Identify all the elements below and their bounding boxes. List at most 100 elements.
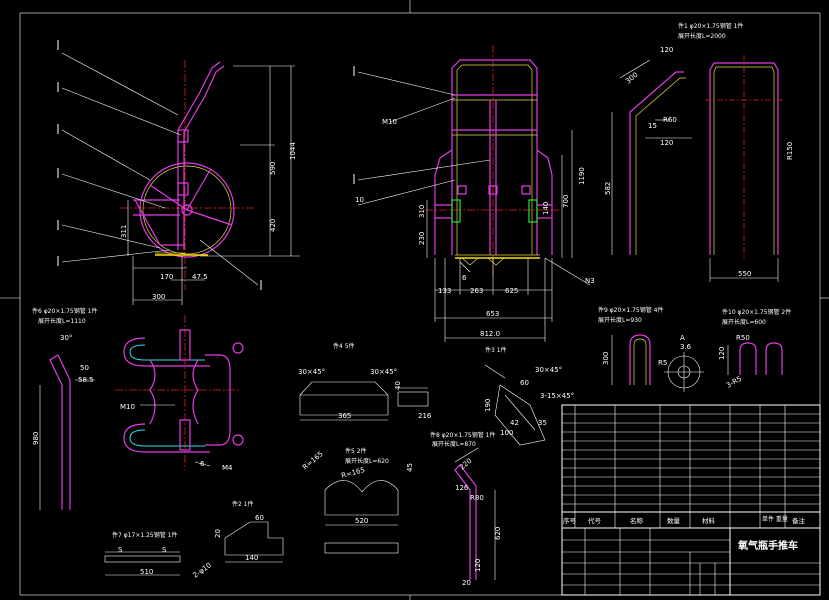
part4-chamfer-right: 30×45° — [370, 368, 397, 376]
dim-311: 311 — [120, 225, 128, 238]
part4-bar: 件4 5件 30×45° 30×45° 365 40 216 — [298, 342, 432, 421]
part8-dim-126: 126 — [455, 484, 469, 492]
part5-note1: 件5 2件 — [345, 447, 367, 455]
part7-s-left: S — [118, 546, 123, 554]
dim-263: 263 — [470, 287, 483, 295]
part3-dim-42: 42 — [510, 419, 519, 427]
dim-47-5: 47.5 — [192, 273, 208, 281]
part6-note2: 展开长度L=1110 — [38, 317, 86, 325]
part3-wedge: 件3 1件 30×45° 60 190 100 42 35 3-15×45° — [484, 346, 574, 446]
col-code: 代号 — [588, 516, 602, 525]
dim-r150: R150 — [786, 142, 794, 160]
mid-label-m4: M4 — [222, 464, 233, 472]
part9-section-a: A — [680, 334, 685, 342]
part9-dim-300: 300 — [602, 352, 610, 365]
part8-note1: 件8 φ20×1.75钢管 1件 — [430, 431, 495, 439]
front-label-m10: M10 — [382, 118, 397, 126]
part8-dim-120: 120 — [474, 559, 482, 572]
dim-58-5: 58.5 — [78, 376, 94, 384]
part10-dim-120: 120 — [718, 347, 726, 360]
part2-dim-20: 20 — [214, 529, 222, 538]
part3-dim-100: 100 — [500, 429, 513, 437]
part2-dim-60: 60 — [255, 514, 264, 522]
col-material: 材料 — [702, 516, 716, 525]
part6-note1: 件6 φ20×1.75钢管 1件 — [32, 307, 97, 315]
part3-dim-60: 60 — [520, 379, 529, 387]
title-block: 序号 代号 名称 数量 材料 单件 重量 备注 氧气瓶手推车 — [561, 404, 821, 596]
part8-note2: 展开长度L=870 — [432, 440, 476, 448]
col-remark: 备注 — [792, 516, 806, 525]
part3-dim-190: 190 — [484, 399, 492, 412]
dim-300: 300 — [152, 293, 165, 301]
part10-dim-r50: R50 — [736, 334, 750, 342]
front-label-n3: N3 — [585, 277, 595, 285]
front-label-6: 6 — [462, 274, 467, 282]
part5-r165-right: R=165 — [340, 466, 365, 480]
part3-chamfer-3: 3-15×45° — [540, 392, 574, 400]
col-name: 名称 — [630, 516, 644, 525]
part5-dim-520: 520 — [355, 517, 368, 525]
part5-r165-left: R=165 — [301, 450, 325, 472]
dim-50: 50 — [80, 364, 89, 372]
part3-note: 件3 1件 — [485, 346, 507, 354]
part1-note1: 件1 φ20×1.75钢管 1件 — [678, 22, 743, 30]
dim-310: 310 — [418, 205, 426, 218]
part1-note2: 展开长度L=2000 — [678, 32, 726, 40]
dim-625: 625 — [505, 287, 518, 295]
part2-plate: 件2 1件 60 20 140 — [214, 500, 284, 563]
part5-arc: 件5 2件 展开长度L=620 R=165 R=165 45 520 — [301, 447, 414, 554]
part5-dim-45: 45 — [406, 463, 414, 472]
dim-120-tr: 120 — [660, 46, 673, 54]
part10-u: 件10 φ20×1.75钢管 2件 展开长度L=600 120 R50 3-R5 — [718, 308, 791, 390]
dim-1190: 1190 — [578, 167, 586, 185]
part10-note1: 件10 φ20×1.75钢管 2件 — [722, 308, 791, 316]
side-view: 1044 590 420 311 170 47.5 300 — [57, 40, 300, 305]
part7-rod: 件7 φ17×1.25钢管 1件 S S 510 2-φ10 — [104, 531, 213, 580]
dim-653: 653 — [486, 310, 499, 318]
dim-812: 812.0 — [480, 330, 500, 338]
dim-980: 980 — [32, 432, 40, 445]
part10-note2: 展开长度L=600 — [722, 318, 766, 326]
dim-170: 170 — [160, 273, 173, 281]
col-seq: 序号 — [563, 516, 577, 525]
dim-700: 700 — [562, 195, 570, 208]
dim-590: 590 — [269, 162, 277, 175]
front-view: M10 10 6 N3 1190 310 230 700 140 133 263… — [353, 45, 595, 342]
dim-120-b: 120 — [660, 139, 673, 147]
part4-dim-365: 365 — [338, 412, 351, 420]
dim-15: 15 — [648, 122, 657, 130]
part5-note2: 展开长度L=620 — [345, 457, 389, 465]
part8-dim-20: 20 — [462, 579, 471, 587]
part9-note1: 件9 φ20×1.75钢管 4件 — [598, 306, 663, 314]
part4-dim-40: 40 — [394, 381, 402, 390]
part9-note2: 展开长度L=930 — [598, 316, 642, 324]
mid-label-6: 6 — [200, 460, 205, 468]
part4-dim-216: 216 — [418, 412, 432, 420]
dim-133: 133 — [438, 287, 451, 295]
left-bent-tube: 件6 φ20×1.75钢管 1件 展开长度L=1110 980 30° 50 5… — [32, 307, 97, 510]
part9-dim-r5: R5 — [658, 359, 667, 367]
part10-dim-r5: 3-R5 — [725, 375, 743, 390]
mid-left-view: M10 6 M4 — [115, 315, 244, 472]
part3-dim-35: 35 — [538, 419, 547, 427]
part7-holes: 2-φ10 — [192, 561, 213, 579]
part4-note: 件4 5件 — [333, 342, 355, 350]
dim-30deg: 30° — [60, 334, 72, 342]
dim-300-tr: 300 — [624, 71, 639, 86]
dim-230: 230 — [418, 232, 426, 245]
dim-140: 140 — [542, 202, 550, 215]
dim-582: 582 — [604, 182, 612, 195]
part8-bent: 件8 φ20×1.75钢管 1件 展开长度L=870 220 126 R80 6… — [430, 431, 502, 587]
mid-label-m10: M10 — [120, 403, 135, 411]
dim-1044: 1044 — [289, 142, 297, 160]
drawing-title: 氧气瓶手推车 — [737, 539, 798, 552]
part4-chamfer-left: 30×45° — [298, 368, 325, 376]
part9-dim-3-6: 3.6 — [680, 343, 692, 351]
col-weight: 单件 重量 — [762, 515, 788, 523]
part3-chamfer: 30×45° — [535, 366, 562, 374]
part8-dim-r80: R80 — [470, 494, 484, 502]
part8-dim-620: 620 — [494, 527, 502, 540]
dim-550: 550 — [738, 270, 751, 278]
